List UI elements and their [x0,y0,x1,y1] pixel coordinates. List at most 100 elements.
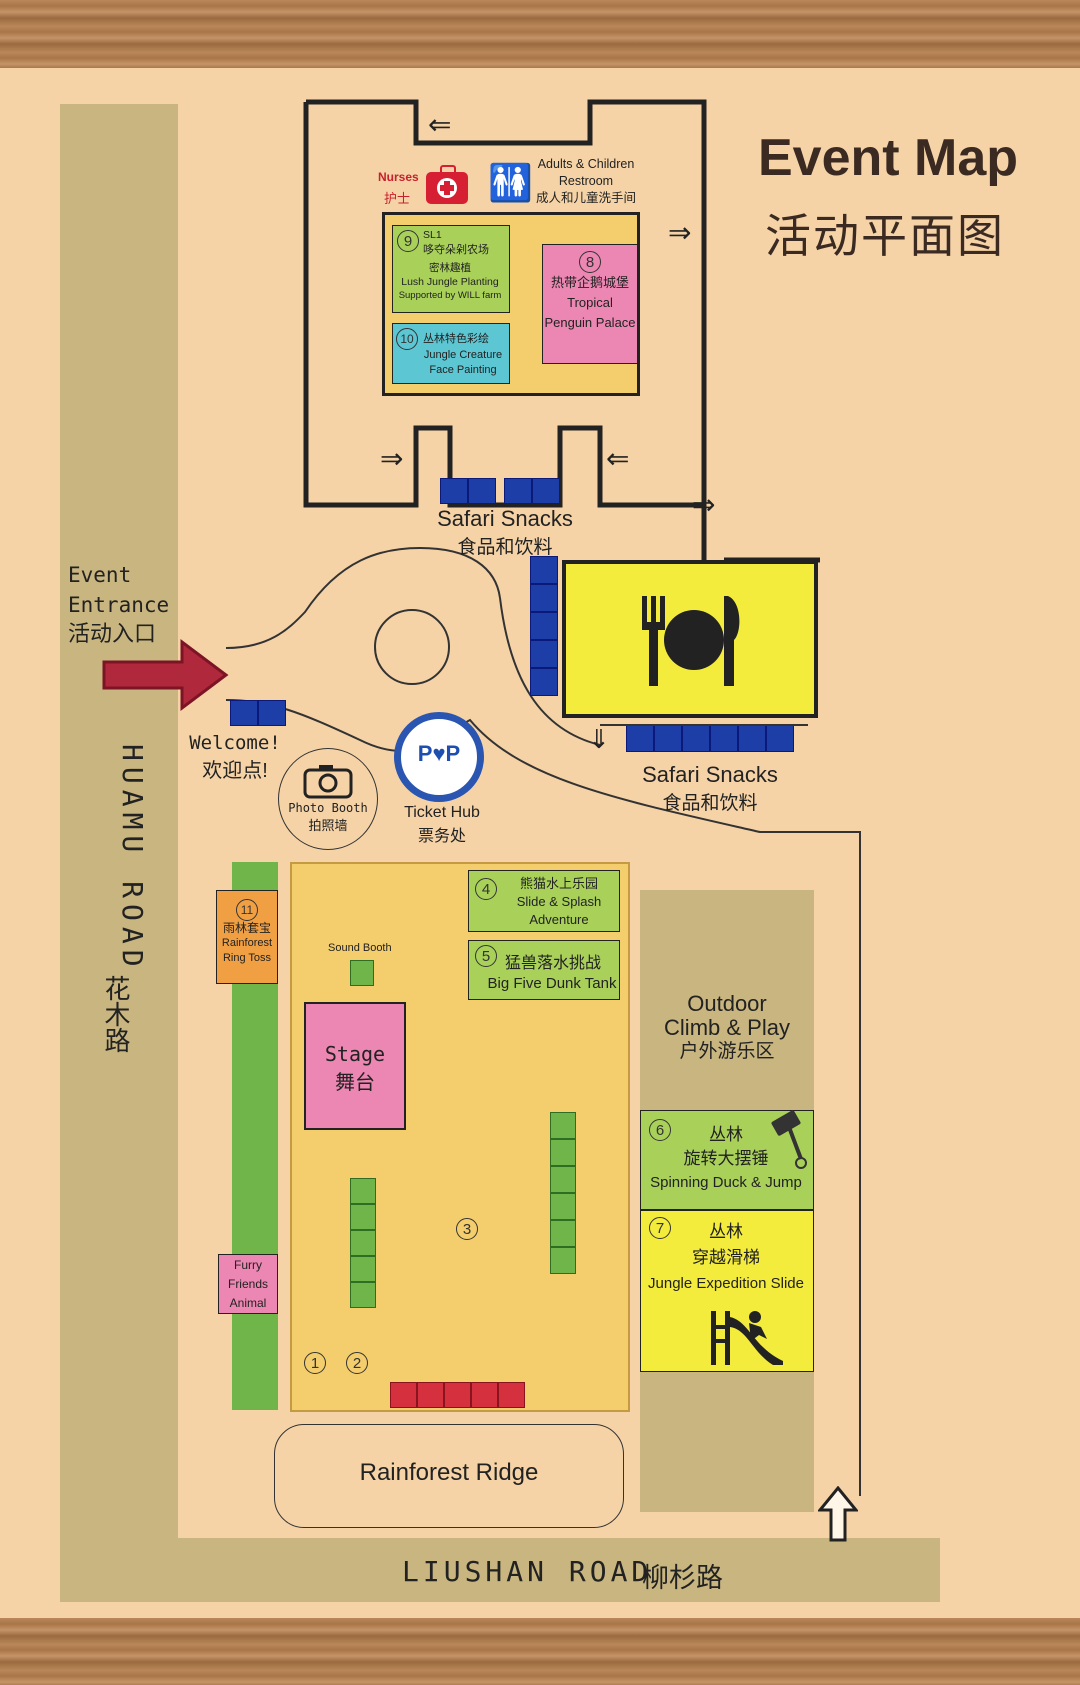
zone-9-code: SL1 [423,229,442,241]
zone-11-en1: Rainforest [221,937,273,949]
zone-7-jungle-slide[interactable]: 7 丛林 穿越滑梯 Jungle Expedition Slide [640,1210,814,1372]
zone-8-penguin-palace[interactable]: 8 热带企鹅城堡 Tropical Penguin Palace [542,244,638,364]
zone-4-number: 4 [475,878,497,900]
zone-1-number[interactable]: 1 [304,1352,326,1374]
zone-10-en1: Jungle Creature [423,349,503,361]
zone-11-ring-toss[interactable]: 11 雨林套宝 Rainforest Ring Toss [216,890,278,984]
huamu-road-label-zh: 花木路 [101,975,131,1053]
zone-9-text: 密林趣植 Lush Jungle Planting Supported by W… [393,261,507,303]
rainforest-ridge[interactable]: Rainforest Ridge [274,1424,624,1528]
furry-l3: Animal [229,1296,267,1310]
zone-4-en1: Slide & Splash [516,894,602,909]
furry-friends-animal[interactable]: Furry Friends Animal [218,1254,278,1314]
dining-icon [638,592,750,688]
zone-4-en2: Adventure [529,912,589,927]
entrance-path-mid [499,597,601,746]
zone-9-zh1: 哆夺朵剁农场 [423,244,489,256]
snack-stalls-vertical [530,556,558,696]
welcome-point: Welcome! 欢迎点! [180,732,290,783]
safari-snacks-top-en: Safari Snacks [437,506,573,531]
zone-6-zh2: 旋转大摆锤 [683,1149,769,1168]
zone-11-en2: Ring Toss [222,952,272,964]
photo-booth[interactable]: Photo Booth 拍照墙 [278,748,378,850]
zone-3-number[interactable]: 3 [456,1218,478,1240]
zone-8-num-wrap: 8 [543,251,637,273]
zone-11-zh: 雨林套宝 [222,921,271,935]
zone-9-lush-jungle-planting[interactable]: 9 SL1 哆夺朵剁农场 密林趣植 Lush Jungle Planting S… [392,225,510,313]
dining-area[interactable] [562,560,818,718]
safari-snacks-right-zh: 食品和饮料 [662,793,758,814]
rainforest-ridge-label: Rainforest Ridge [359,1459,539,1486]
exit-icon: ⇒ [380,443,404,474]
zone-7-en: Jungle Expedition Slide [648,1275,804,1292]
stall-column-right [550,1112,576,1274]
exit-icon: ⇒ [692,489,716,520]
exit-icon: ⇓ [588,724,610,754]
zone-9-zh2: 密林趣植 [429,262,471,274]
zone-5-zh: 猛兽落水挑战 [505,955,602,972]
restroom-label-en1: Adults & Children [537,157,635,171]
welcome-label-zh: 欢迎点! [202,760,268,782]
ticket-hub-logo-text: P♥P [417,741,461,766]
sound-booth-label: Sound Booth [328,942,392,954]
snack-stalls-top-left [440,478,496,504]
restroom-icon: 🚻 [488,162,533,203]
entrance-label-zh: 活动入口 [68,622,157,647]
exit-icon: ⇐ [428,109,452,140]
zone-8-zh: 热带企鹅城堡 [550,275,629,290]
outdoor-zh: 户外游乐区 [679,1041,775,1062]
zone-7-zh2: 穿越滑梯 [692,1248,760,1267]
zone-5-dunk-tank[interactable]: 5 猛兽落水挑战 Big Five Dunk Tank [468,940,620,1000]
zone-11-num-wrap: 11 [217,899,277,921]
restroom-label-zh: 成人和儿童洗手间 [535,191,636,205]
zone-4-slide-splash[interactable]: 4 熊猫水上乐园 Slide & Splash Adventure [468,870,620,932]
zone-7-zh1: 丛林 [709,1222,743,1241]
camera-icon [303,763,353,799]
photo-booth-zh: 拍照墙 [308,818,348,833]
zone-8-number: 8 [579,251,601,273]
slide-icon [709,1307,785,1372]
wood-border-top [0,0,1080,68]
hammer-icon [771,1107,815,1176]
ticket-hub-label: Ticket Hub 票务处 [392,804,492,846]
furry-l2: Friends [227,1277,268,1291]
zone-10-face-painting[interactable]: 10 丛林特色彩绘 Jungle Creature Face Painting [392,323,510,384]
entrance-label: Event Entrance 活动入口 [68,560,169,650]
outdoor-en2: Climb & Play [664,1015,790,1040]
snack-stalls-bottom [626,724,794,752]
zone-10-number: 10 [396,328,418,350]
zone-4-text: 熊猫水上乐园 Slide & Splash Adventure [499,875,619,929]
safari-snacks-top-zh: 食品和饮料 [457,537,553,558]
zone-8-en1: Tropical [567,295,613,310]
stall-column-left [350,1178,376,1308]
liushan-road [60,1538,940,1602]
zone-9-en2: Supported by WILL farm [398,290,502,301]
sound-booth [350,960,374,986]
zone-6-number: 6 [649,1119,671,1141]
arrow-up-icon [816,1485,860,1547]
liushan-road-label-zh: 柳杉路 [642,1563,723,1593]
map-title-zh: 活动平面图 [765,210,1005,262]
exit-icon: ⇐ [606,443,630,474]
ticket-hub-en: Ticket Hub [404,804,480,821]
zone-8-en2: Penguin Palace [544,315,636,330]
safari-snacks-right-label: Safari Snacks 食品和饮料 [630,762,790,815]
stage[interactable]: Stage 舞台 [304,1002,406,1130]
entrance-label-en1: Event [68,563,132,587]
entrance-path-upper [225,546,501,649]
zone-6-en: Spinning Duck & Jump [650,1174,802,1191]
zone-6-text: 丛林 旋转大摆锤 Spinning Duck & Jump [641,1123,811,1195]
zone-2-number[interactable]: 2 [346,1352,368,1374]
safari-snacks-right-en: Safari Snacks [642,762,778,787]
zone-10-en2: Face Painting [429,364,497,376]
red-stalls [390,1382,525,1408]
arrow-right-icon [100,638,230,717]
liushan-road-label-en: LIUSHAN ROAD [402,1555,653,1588]
wood-border-bottom [0,1618,1080,1685]
huamu-road-label-en: HUAMU ROAD [116,744,149,973]
ticket-hub-logo[interactable]: P♥P [394,712,484,802]
photo-booth-en: Photo Booth [288,801,368,815]
zone-5-en: Big Five Dunk Tank [487,975,617,992]
zone-6-spinning-duck[interactable]: 6 丛林 旋转大摆锤 Spinning Duck & Jump [640,1110,814,1210]
zone-9-number: 9 [397,230,419,252]
